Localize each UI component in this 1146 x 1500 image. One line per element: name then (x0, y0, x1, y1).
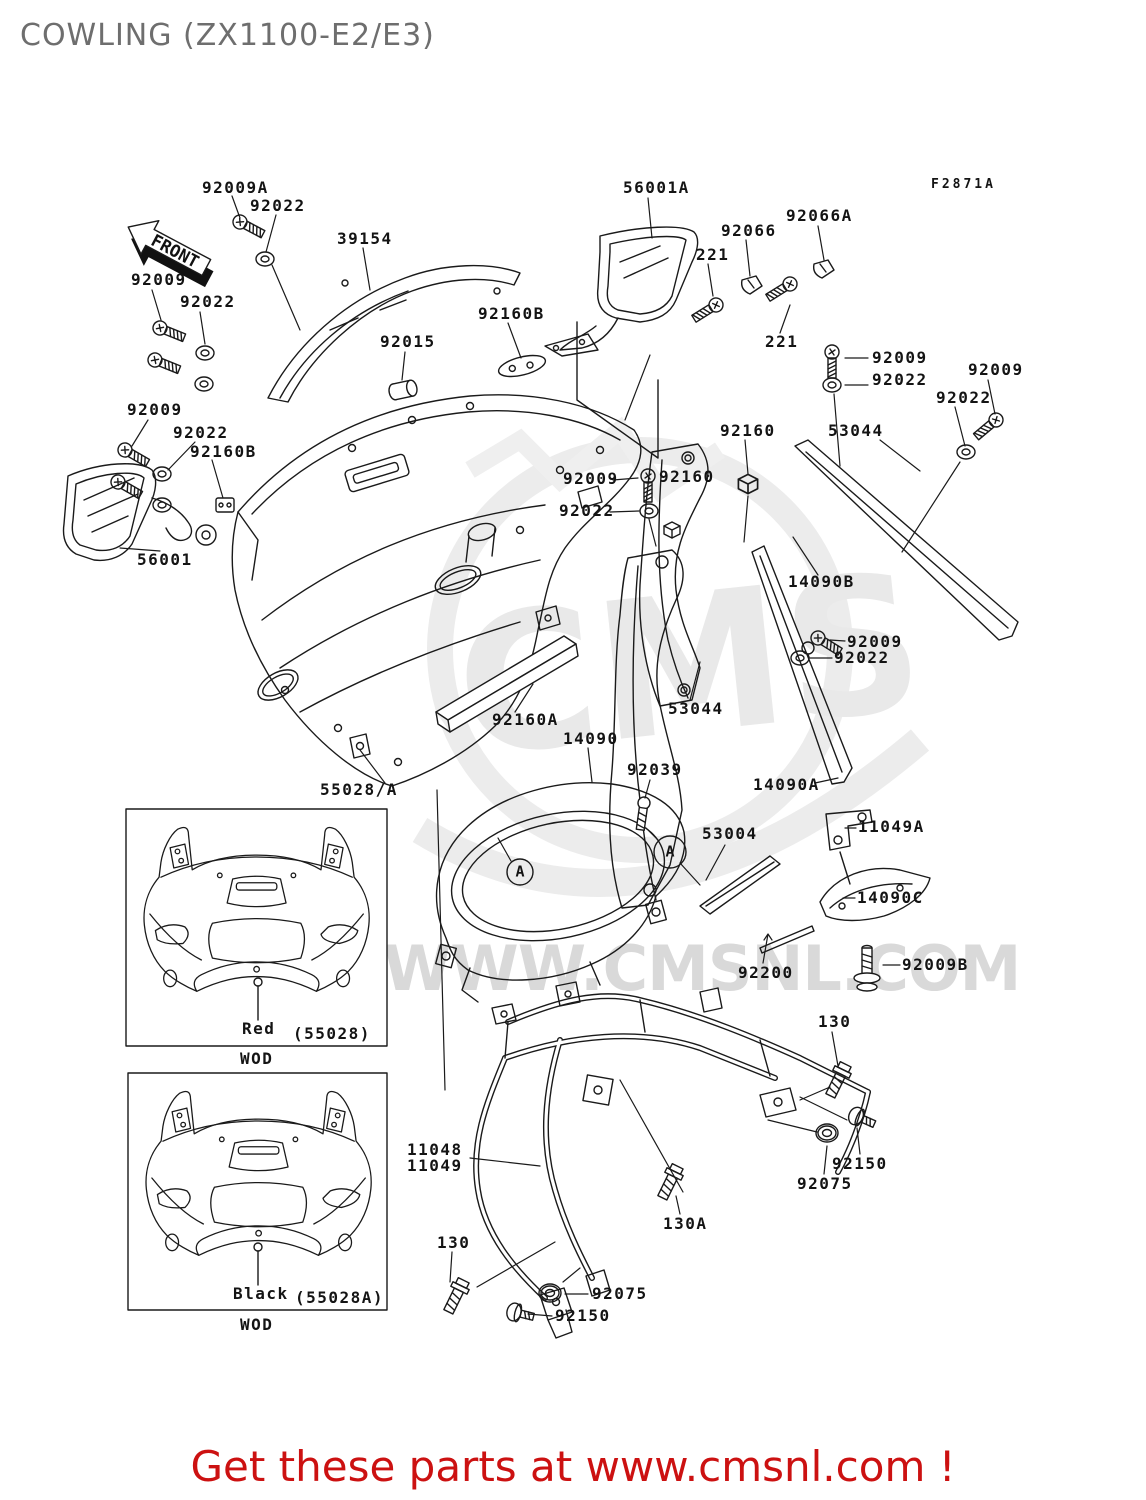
screw-92009B (853, 944, 881, 992)
figure-code: F2871A (931, 177, 996, 192)
damper-53004 (699, 855, 781, 915)
promo-banner[interactable]: Get these parts at www.cmsnl.com ! (190, 1442, 956, 1491)
inset-box-black (127, 1072, 388, 1311)
windshield-39154 (267, 264, 521, 403)
inner-panel-53044 (609, 545, 853, 909)
headlight-housing-14090 (434, 782, 687, 1003)
inner-panel-14090B (638, 439, 1019, 707)
bracket-11049A (825, 809, 873, 885)
upper-cowling-55028 (231, 394, 642, 787)
screw-92039 (635, 796, 651, 831)
watermark-url-text: WWW.CMSNL.COM (383, 932, 1020, 1005)
page-title: COWLING (ZX1100-E2/E3) (20, 18, 435, 53)
seal-strip-92160A (435, 635, 579, 733)
front-direction-arrow: FRONT (127, 219, 214, 288)
trim-92200 (759, 925, 815, 954)
frame-stay-11048 (473, 981, 871, 1339)
inset-box-red (125, 808, 388, 1047)
mirror-right-56001A (544, 226, 699, 459)
cover-14090C (819, 867, 931, 922)
leader-lines (119, 195, 996, 1317)
hardware-fasteners (107, 211, 1007, 1327)
mirror-left-56001 (62, 463, 217, 562)
